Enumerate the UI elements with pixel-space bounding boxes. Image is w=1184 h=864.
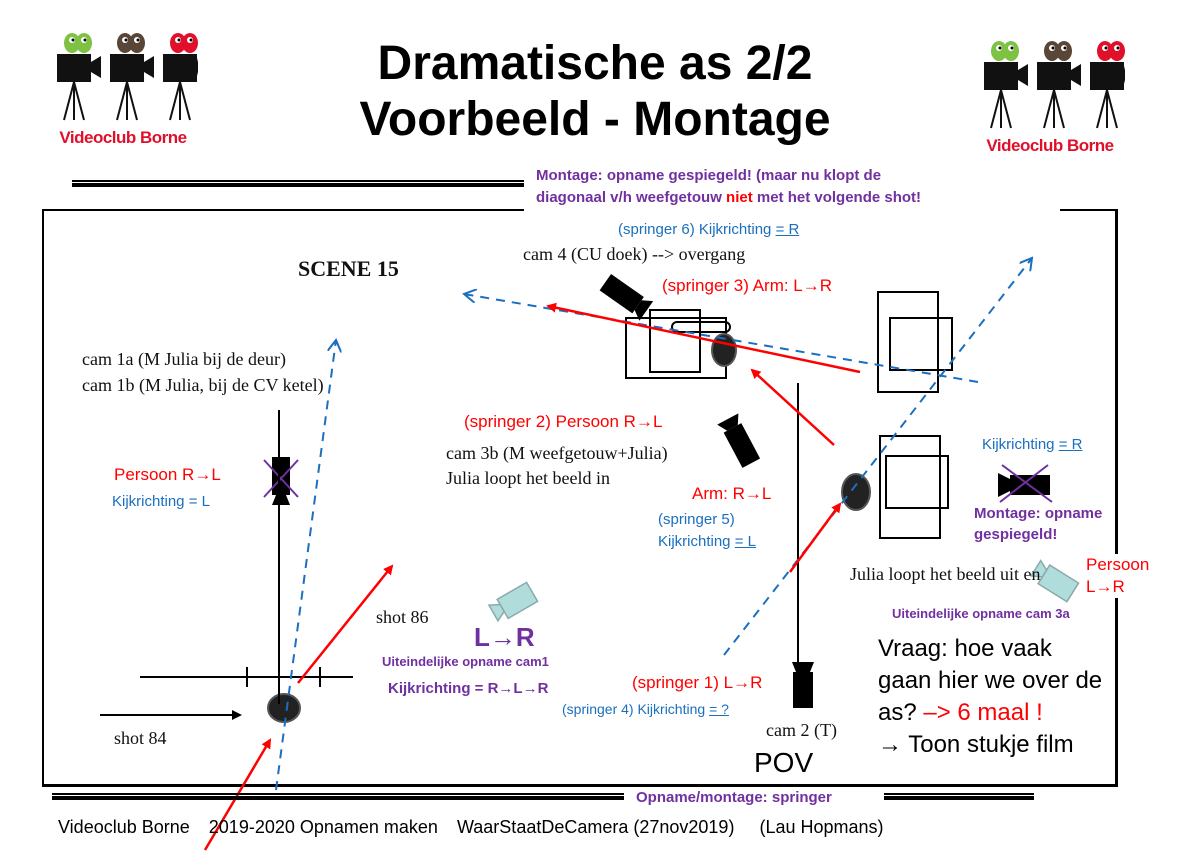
question-answer: –> 6 maal ! [923,699,1043,726]
furniture-right [877,291,953,539]
question-box: Vraag: hoe vaak gaan hier we over de as?… [878,633,1102,761]
footer-topic: WaarStaatDeCamera (27nov2019) [456,817,735,837]
cam3b-label-2: Julia loopt het beeld in [446,468,610,488]
scene-title: SCENE 15 [298,256,399,281]
arm-rl-label: Arm: R→L [692,484,772,503]
cam1-icon [263,457,299,505]
bottom-springer-note: Opname/montage: springer [632,789,836,806]
top-divider [72,180,532,187]
right-person-label: Persoon L→R [1086,554,1150,598]
title-line-1: Dramatische as 2/2 [377,37,813,90]
top-note-line-1: Montage: opname gespiegeld! (maar nu klo… [536,167,882,184]
track-lines [100,383,799,720]
logo-right: Videoclub Borne [975,36,1125,156]
cam1a-label: cam 1a (M Julia bij de deur) [82,349,286,369]
question-line-3: as? –> 6 maal ! [878,699,1043,726]
footer: Videoclub Borne 2019-2020 Opnamen maken … [58,817,884,838]
top-note-emphasis: niet [726,189,753,206]
cam4-label: cam 4 (CU doek) --> overgang [523,244,746,264]
cam3b-label-1: cam 3b (M weefgetouw+Julia) [446,443,668,463]
final-cam1-view-label: Kijkrichting = R→L→R [388,680,549,697]
question-line-4: → Toon stukje film [878,731,1074,758]
springer5-label: (springer 5) Kijkrichting = L [658,511,756,550]
footer-club: Videoclub Borne [58,817,190,837]
top-montage-note: Montage: opname gespiegeld! (maar nu klo… [524,163,1060,211]
crossed-camera-icon [998,464,1053,503]
shot86-label: shot 86 [376,607,429,627]
person-julia-door-icon [267,693,301,723]
axis-arrows [203,302,861,851]
springer4-label: (springer 4) Kijkrichting = ? [562,701,729,717]
page-title: Dramatische as 2/2 Voorbeeld - Montage [270,36,920,148]
springer3-label: (springer 3) Arm: L→R [662,276,833,295]
cam4-icon [599,274,654,321]
cam1-person-label: Persoon R→L [114,465,221,484]
question-line-2: gaan hier we over de [878,667,1103,694]
camera-trio-icon [57,33,198,121]
footer-author: (Lau Hopmans) [759,817,884,837]
top-note-line-2: diagonaal v/h weefgetouw niet met het vo… [536,189,922,206]
pov-label: POV [754,747,814,778]
logo-left: Videoclub Borne [48,28,198,148]
springer1-label: (springer 1) L→R [632,673,763,692]
cam2-icon [792,662,814,708]
final-cam3a-label: Uiteindelijke opname cam 3a [892,606,1070,621]
ghost-camera-cam1-icon [487,581,539,623]
right-montage-note: Montage: opname gespiegeld! [974,505,1103,543]
julia-exit-label: Julia loopt het beeld uit en [850,564,1041,584]
bottom-divider-left [52,793,624,800]
logo-label: Videoclub Borne [986,136,1114,155]
person-julia-right-icon [841,473,871,511]
cam1b-label: cam 1b (M Julia, bij de CV ketel) [82,375,324,395]
title-line-2: Voorbeeld - Montage [359,93,831,146]
springer2-label: (springer 2) Persoon R→L [464,412,663,431]
shot84-label: shot 84 [114,728,167,748]
final-cam1-label: Uiteindelijke opname cam1 [382,654,549,669]
logo-label: Videoclub Borne [59,128,187,147]
right-view-label: Kijkrichting = R [982,436,1083,453]
big-lr-label: L→R [474,622,535,652]
cam1-view-label: Kijkrichting = L [112,493,210,510]
springer6-label: (springer 6) Kijkrichting = R [618,221,800,238]
ghost-camera-cam3a-icon [1029,559,1080,603]
footer-season: 2019-2020 Opnamen maken [208,817,438,837]
question-line-1: Vraag: hoe vaak [878,635,1052,662]
bottom-divider-right [884,793,1034,800]
cam3b-icon [717,413,761,468]
cam2-label: cam 2 (T) [766,720,837,740]
